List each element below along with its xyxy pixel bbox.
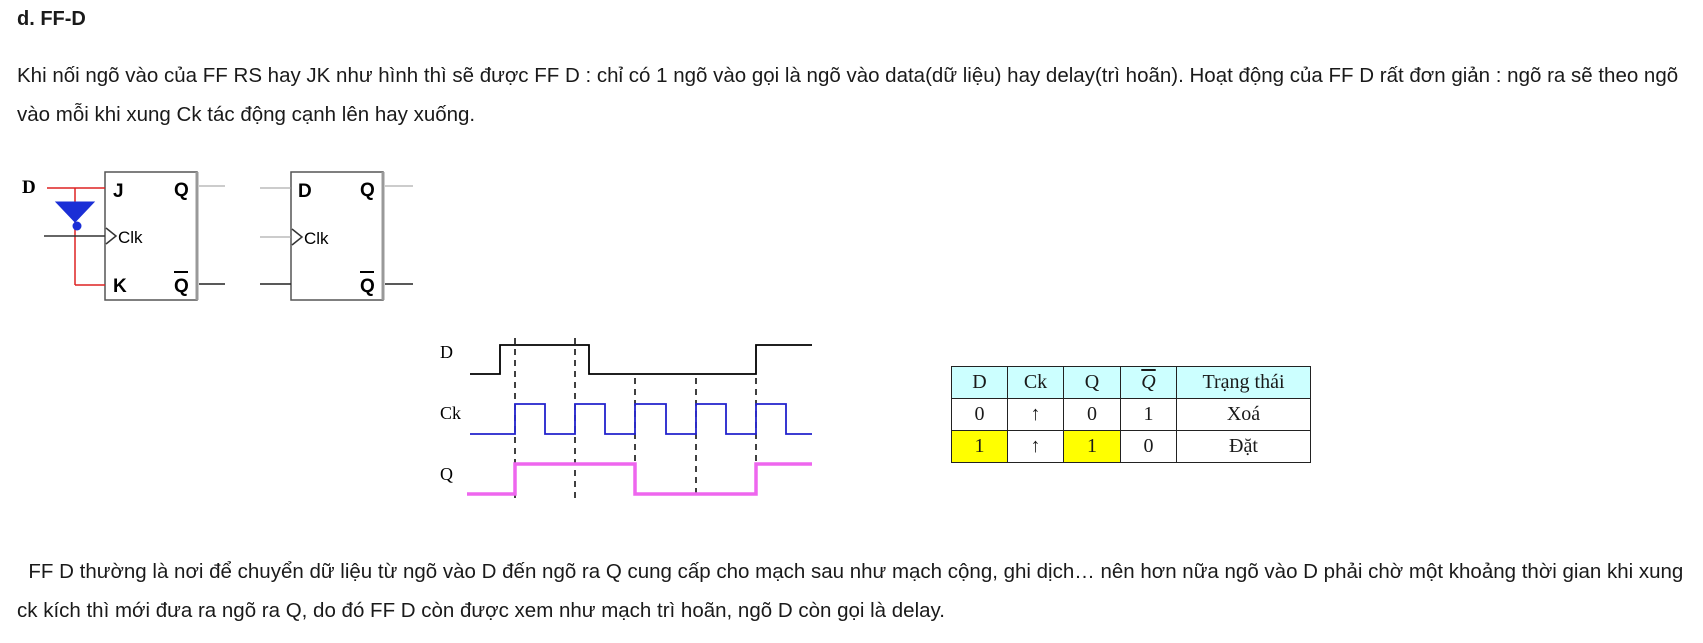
signal-d	[470, 344, 812, 375]
clock-edge-icon	[291, 228, 304, 246]
out-qbar: Q	[360, 276, 375, 297]
clock-edge-icon	[105, 227, 118, 245]
section-heading: d. FF-D	[17, 8, 86, 30]
timing-diagram: D Ck Q	[440, 338, 812, 498]
jk-input-label: D	[22, 177, 36, 198]
truth-table: D Ck Q Q Trạng thái 0 ↑ 0 1 Xoá 1 ↑ 1 0 …	[951, 366, 1311, 463]
cell-q: 1	[1063, 430, 1121, 463]
qbar-label: Q	[1141, 371, 1156, 393]
col-q: Q	[1063, 366, 1121, 399]
table-row: 1 ↑ 1 0 Đặt	[951, 430, 1311, 463]
up-arrow-icon: ↑	[1007, 398, 1064, 431]
cell-qbar: 1	[1120, 398, 1177, 431]
col-ck: Ck	[1007, 366, 1064, 399]
cell-state: Xoá	[1176, 398, 1311, 431]
cell-d: 1	[951, 430, 1008, 463]
col-d: D	[951, 366, 1008, 399]
up-arrow-icon: ↑	[1007, 430, 1064, 463]
timing-label-ck: Ck	[440, 403, 461, 423]
signal-q	[467, 462, 812, 496]
out-q: Q	[360, 180, 375, 201]
pin-clk: Clk	[304, 229, 329, 248]
timing-label-d: D	[440, 342, 453, 362]
signal-ck	[470, 403, 812, 435]
out-q: Q	[174, 180, 189, 201]
inverter-icon	[54, 201, 96, 223]
jk-as-d-circuit: D J Clk K Q Q D Clk Q Q	[22, 171, 413, 301]
col-qbar: Q	[1120, 366, 1177, 399]
out-qbar: Q	[174, 276, 189, 297]
cell-qbar: 0	[1120, 430, 1177, 463]
table-row: 0 ↑ 0 1 Xoá	[951, 398, 1311, 431]
pin-d: D	[298, 181, 312, 202]
intro-paragraph: Khi nối ngõ vào của FF RS hay JK như hìn…	[17, 64, 1679, 126]
cell-state: Đặt	[1176, 430, 1311, 463]
pin-j: J	[113, 181, 124, 202]
pin-clk: Clk	[118, 228, 143, 247]
timing-label-q: Q	[440, 464, 453, 484]
cell-q: 0	[1063, 398, 1121, 431]
cell-d: 0	[951, 398, 1008, 431]
closing-paragraph: FF D thường là nơi để chuyển dữ liệu từ …	[17, 560, 1690, 622]
col-state: Trạng thái	[1176, 366, 1311, 399]
pin-k: K	[113, 276, 127, 297]
truth-table-header: D Ck Q Q Trạng thái	[951, 366, 1311, 399]
